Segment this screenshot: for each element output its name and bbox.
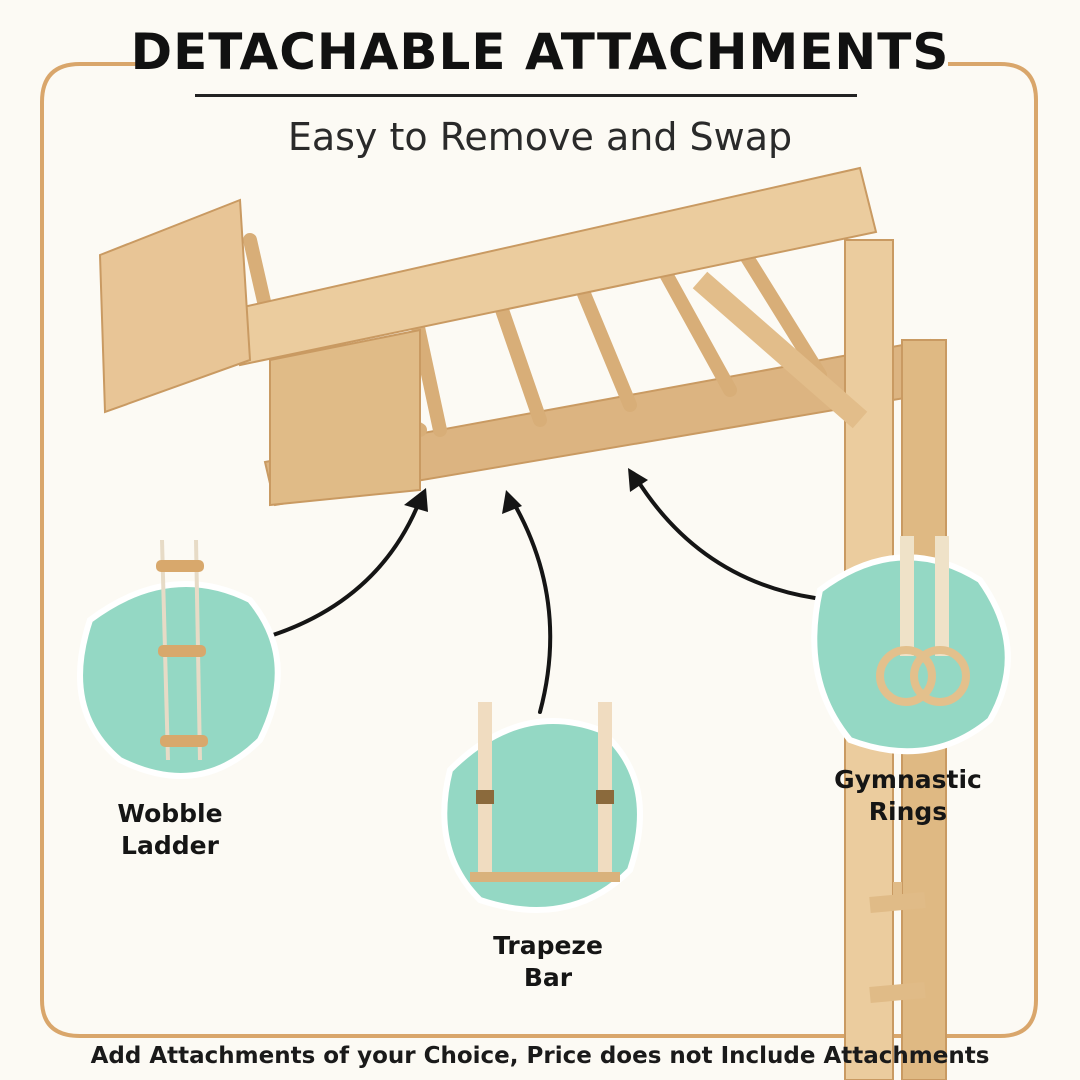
title-underline (195, 94, 857, 97)
gymnastic-rings-label: Gymnastic Rings (834, 765, 982, 826)
arrow-gymnastic-rings (634, 476, 817, 600)
trapeze-bar-icon (470, 702, 620, 882)
arrow-trapeze-bar (510, 498, 553, 714)
gymnastic-rings-badge (811, 536, 1011, 755)
arrow-wobble-ladder (268, 498, 422, 638)
rope-ladder-icon (156, 539, 208, 761)
footer-note: Add Attachments of your Choice, Price do… (90, 1043, 990, 1069)
wobble-ladder-badge (77, 539, 281, 779)
trapeze-bar-label: Trapeze Bar (493, 931, 603, 992)
page-title: DETACHABLE ATTACHMENTS (130, 23, 950, 81)
page-subtitle: Easy to Remove and Swap (287, 115, 793, 159)
gymnastic-rings-icon (876, 536, 970, 706)
outline-frame (40, 62, 1038, 1038)
wobble-ladder-label: Wobble Ladder (117, 799, 223, 860)
trapeze-bar-badge (441, 702, 643, 913)
